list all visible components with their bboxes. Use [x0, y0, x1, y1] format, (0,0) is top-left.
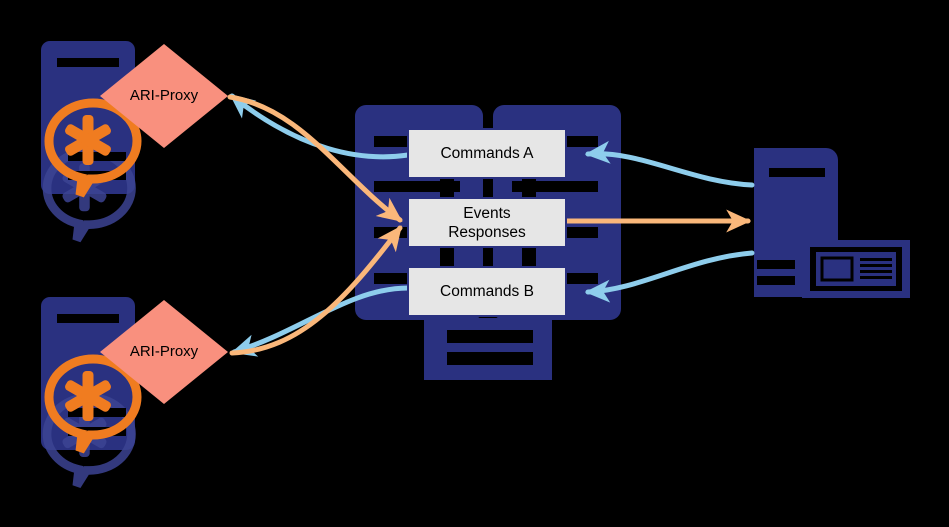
edge-proxy-top-to-events — [227, 94, 403, 223]
edge-commands-a-to-proxy-top — [229, 93, 411, 160]
queue-box-events-responses[interactable] — [407, 197, 567, 248]
client-monitor-icon — [802, 240, 910, 298]
edge-client-to-commands-b — [584, 250, 755, 303]
broker-internal-connectors — [440, 176, 536, 268]
queue-box-commands-b[interactable] — [407, 266, 567, 317]
asterisk-server-top-icon — [41, 41, 137, 240]
queue-box-commands-a[interactable] — [407, 128, 567, 179]
edge-proxy-bottom-to-events — [229, 225, 403, 356]
edge-client-to-commands-a — [584, 140, 755, 188]
ari-proxy-bottom-diamond[interactable] — [100, 300, 228, 404]
ari-proxy-top-diamond[interactable] — [100, 44, 228, 148]
asterisk-server-bottom-icon — [41, 297, 137, 486]
broker-server-base — [424, 318, 552, 380]
